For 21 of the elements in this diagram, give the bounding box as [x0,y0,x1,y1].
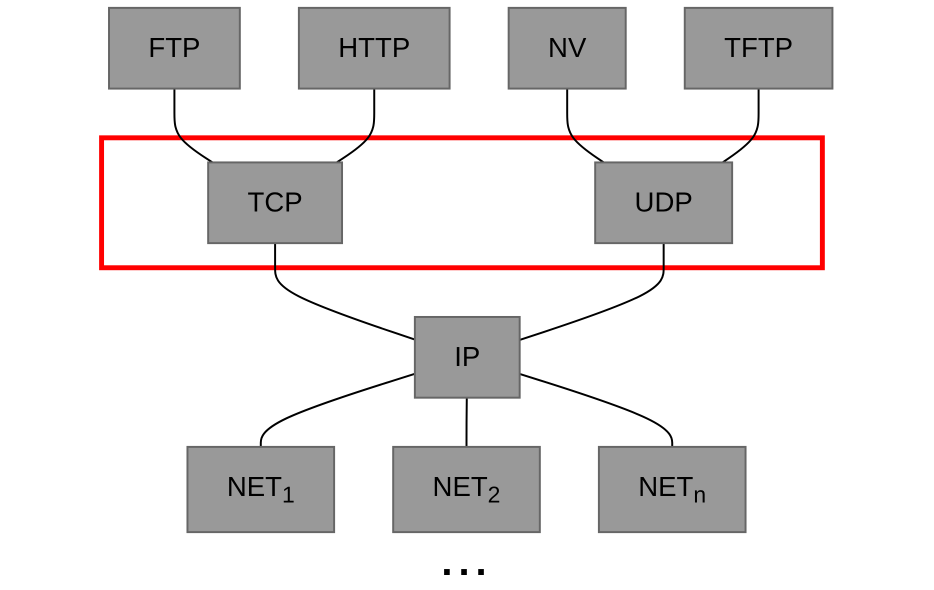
connector [566,88,604,164]
node-box: NV [508,6,627,90]
cluster [99,135,825,270]
connector [466,398,468,447]
connector [722,88,760,164]
connector [260,372,416,447]
connector [336,88,376,164]
node-box: FTP [108,6,241,90]
connector [519,243,665,341]
connector [519,373,674,447]
ellipsis-text: ... [441,540,493,584]
connector [173,88,214,164]
node-box: HTTP [298,6,451,90]
node-box: TCP [207,161,344,244]
node-box: IP [414,316,521,399]
node-box: TFTP [684,6,834,90]
node-box: UDP [594,161,734,244]
connector [274,243,416,341]
node-box: NET$_{2}$ [392,446,541,534]
node-box: NET$_{n}$ [598,446,747,534]
node-box: NET$_{1}$ [186,446,336,534]
